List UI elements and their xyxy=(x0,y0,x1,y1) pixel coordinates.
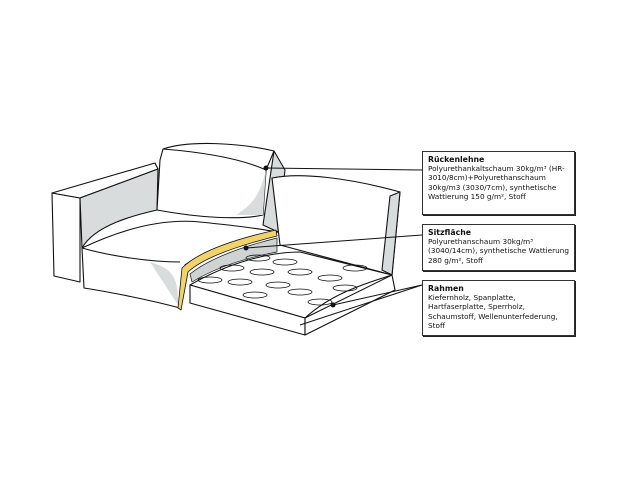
callout-rueckenlehne: Rückenlehne Polyurethankaltschaum 30kg/m… xyxy=(422,151,575,215)
callout-title: Rückenlehne xyxy=(428,155,485,164)
seat-cushion xyxy=(81,220,279,311)
frame-base xyxy=(189,175,401,336)
callout-rahmen: Rahmen Kiefernholz, Spanplatte, Hartfase… xyxy=(422,280,575,336)
callout-title: Rahmen xyxy=(428,284,464,293)
back-cushion xyxy=(156,142,286,233)
callout-body: Polyurethankaltschaum 30kg/m³ (HR-3010/8… xyxy=(428,164,565,201)
callout-title: Sitzfläche xyxy=(428,228,472,237)
callout-body: Polyurethanschaum 30kg/m³ (3040/14cm), s… xyxy=(428,237,569,265)
armrest xyxy=(51,162,159,283)
callout-sitzflaeche: Sitzfläche Polyurethanschaum 30kg/m³ (30… xyxy=(422,224,575,271)
leader-lines xyxy=(243,165,423,326)
callout-body: Kiefernholz, Spanplatte, Hartfaserplatte… xyxy=(428,293,558,330)
spring-slats xyxy=(197,254,368,306)
